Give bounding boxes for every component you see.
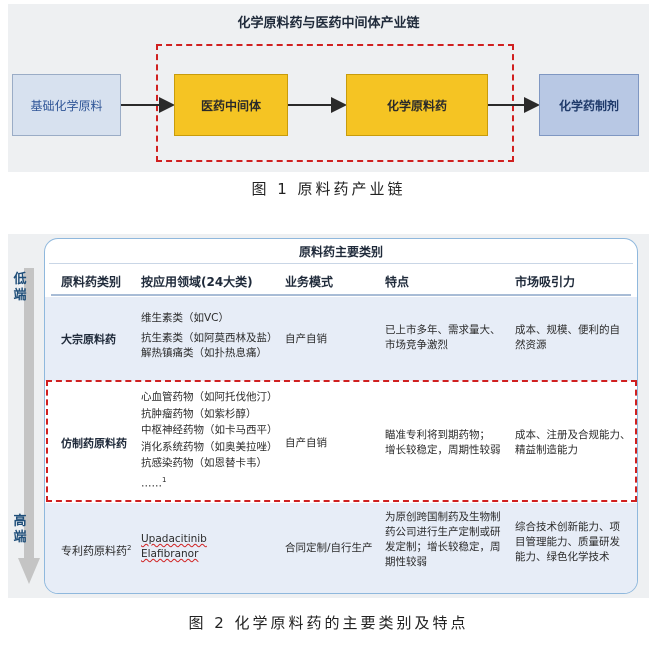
appeal-line: 成本、规模、便利的自 (515, 324, 620, 336)
row-features-patent: 为原创跨国制药及生物制 药公司进行生产定制或研 发定制；增长较稳定，周 期性较弱 (385, 510, 501, 570)
field-item: 心血管药物（如阿托伐他汀） (141, 391, 278, 403)
feature-line: 已上市多年、需求量大、 (385, 324, 501, 336)
row-category-generic: 仿制药原料药 (61, 437, 127, 450)
table-row (45, 503, 637, 593)
node-chemical-api: 化学原料药 (346, 74, 488, 136)
table-title: 原料药主要类别 (298, 245, 383, 259)
appeal-line: 目管理能力、质量研发 (515, 536, 620, 548)
header-category: 原料药类别 (61, 275, 122, 289)
low-to-high-arrow (18, 268, 40, 584)
row-features-generic: 瞄准专利将到期药物； 增长较稳定，周期性较弱 (385, 428, 501, 458)
node-base-chemicals: 基础化学原料 (12, 74, 121, 136)
feature-line: 期性较弱 (385, 556, 427, 568)
figure1-caption: 图 1 原料药产业链 (251, 180, 406, 198)
side-label-high: 高端 (13, 514, 27, 545)
drug-name: Upadacitinib (141, 533, 207, 545)
footnote-marker: 2 (127, 544, 132, 552)
row-appeal-patent: 综合技术创新能力、项 目管理能力、质量研发 能力、绿色化学技术 (515, 520, 620, 565)
row-appeal-bulk: 成本、规模、便利的自 然资源 (515, 323, 620, 353)
field-item: 解热镇痛类（如扑热息痛） (141, 347, 267, 359)
row-mode-bulk: 自产自销 (285, 333, 327, 345)
feature-line: 增长较稳定，周期性较弱 (385, 444, 501, 456)
field-item-ellipsis: ……1 (141, 475, 167, 490)
header-mode: 业务模式 (285, 275, 334, 289)
feature-line: 发定制；增长较稳定，周 (385, 541, 501, 553)
appeal-line: 然资源 (515, 339, 547, 351)
feature-line: 瞄准专利将到期药物； (385, 429, 490, 441)
title-divider (49, 263, 633, 264)
api-category-table: 原料药主要类别 原料药类别 按应用领域(24大类) 业务模式 特点 市场吸引力 … (44, 238, 638, 594)
header-fields: 按应用领域(24大类) (141, 275, 253, 289)
figure2-caption: 图 2 化学原料药的主要类别及特点 (188, 614, 469, 632)
field-item: 抗肿瘤药物（如紫杉醇） (141, 407, 257, 420)
row-fields-generic: 心血管药物（如阿托伐他汀） 抗肿瘤药物（如紫杉醇） 中枢神经药物（如卡马西平） … (141, 389, 278, 492)
row-appeal-generic: 成本、注册及合规能力、 精益制造能力 (515, 428, 631, 458)
appeal-line: 精益制造能力 (515, 444, 578, 456)
footnote-marker: 1 (162, 475, 167, 484)
field-item: 维生素类（如VC） (141, 312, 230, 324)
row-mode-generic: 自产自销 (285, 437, 327, 449)
drug-name: Elafibranor (141, 548, 199, 560)
figure1-panel: 化学原料药与医药中间体产业链 基础化学原料 医药中间体 化学原料药 化学药制剂 (8, 4, 649, 172)
row-category-patent: 专利药原料药2 (61, 544, 132, 558)
header-appeal: 市场吸引力 (515, 275, 576, 289)
field-item: 中枢神经药物（如卡马西平） (141, 424, 278, 436)
feature-line: 为原创跨国制药及生物制 (385, 511, 501, 523)
row-fields-bulk: 维生素类（如VC） 抗生素类（如阿莫西林及盐） 解热镇痛类（如扑热息痛） (141, 311, 278, 361)
appeal-line: 成本、注册及合规能力、 (515, 429, 631, 441)
row-category-bulk: 大宗原料药 (61, 333, 116, 346)
flow-arrows (121, 97, 540, 113)
row-features-bulk: 已上市多年、需求量大、 市场竞争激烈 (385, 323, 501, 353)
feature-line: 药公司进行生产定制或研 (385, 526, 501, 538)
figure1-title: 化学原料药与医药中间体产业链 (237, 16, 420, 31)
node-chemical-preparation: 化学药制剂 (539, 74, 639, 136)
appeal-line: 综合技术创新能力、项 (515, 521, 620, 533)
api-scope-dashed-frame (156, 44, 514, 162)
table-row (45, 297, 637, 381)
row-fields-patent: Upadacitinib Elafibranor (141, 532, 207, 562)
appeal-line: 能力、绿色化学技术 (515, 551, 610, 563)
header-features: 特点 (385, 275, 410, 289)
feature-line: 市场竞争激烈 (385, 339, 448, 351)
field-item: 抗感染药物（如恩替卡韦） (141, 457, 267, 469)
field-item: 抗生素类（如阿莫西林及盐） (141, 332, 278, 344)
generic-row-dashed-frame (46, 380, 637, 502)
header-divider (51, 294, 631, 296)
side-label-low: 低端 (13, 272, 27, 303)
node-pharma-intermediate: 医药中间体 (174, 74, 288, 136)
field-item: 消化系统药物（如奥美拉唑） (141, 440, 278, 453)
row-mode-patent: 合同定制/自行生产 (285, 542, 373, 554)
